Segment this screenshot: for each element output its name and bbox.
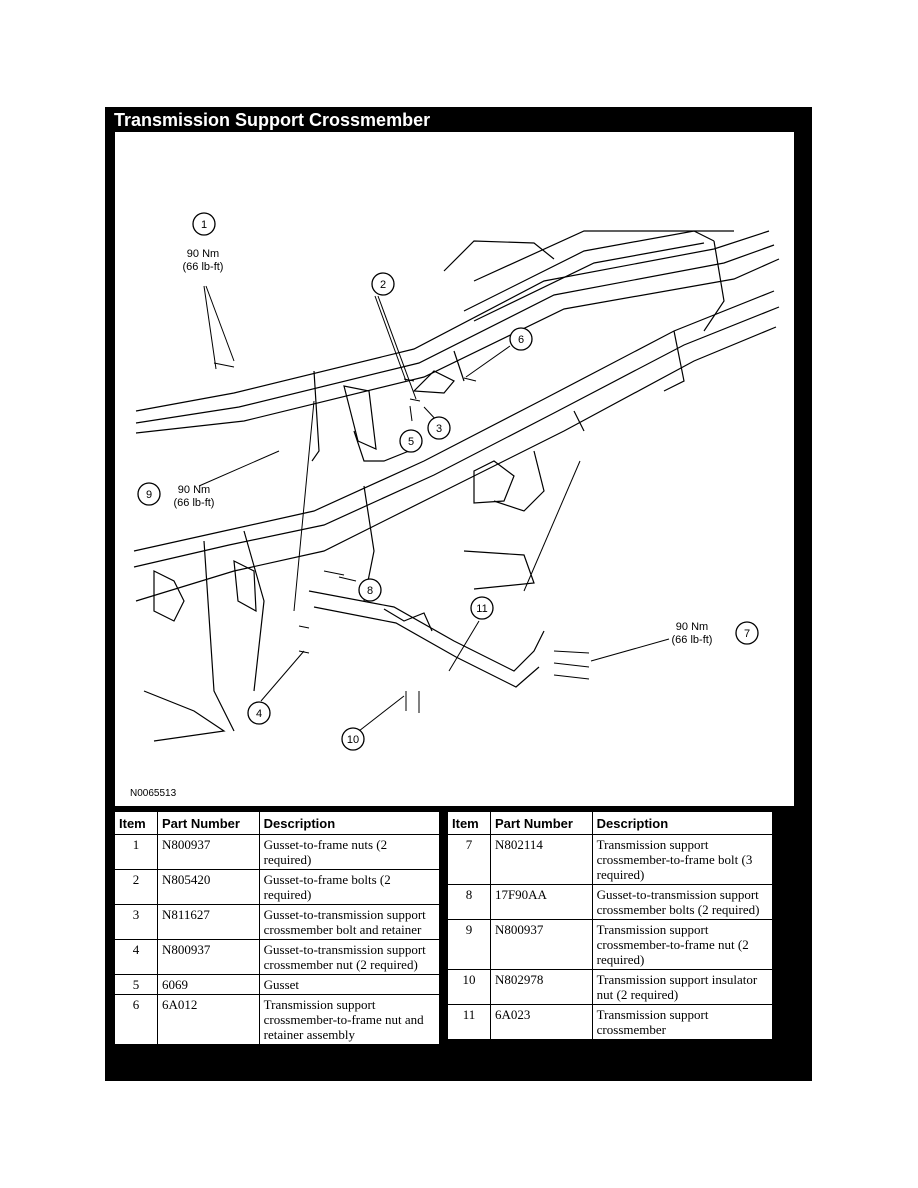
item-number: 5: [114, 974, 158, 995]
callout-5-number: 5: [408, 436, 414, 448]
torque-9-nm: 90 Nm: [178, 484, 210, 496]
table-row: 9 N800937 Transmission support crossmemb…: [447, 919, 774, 970]
item-number: 11: [447, 1004, 491, 1040]
part-description: Gusset-to-transmission support crossmemb…: [258, 939, 441, 975]
table-header-row: Item Part Number Description: [447, 811, 774, 835]
torque-1-lbft: (66 lb-ft): [183, 261, 224, 273]
callout-4-number: 4: [256, 708, 262, 720]
callout-9: [137, 482, 161, 506]
part-number: 6A012: [156, 994, 260, 1045]
torque-7-nm: 90 Nm: [676, 621, 708, 633]
callout-10-number: 10: [347, 734, 359, 746]
callout-8-number: 8: [367, 585, 373, 597]
bolts-artwork: [213, 362, 590, 713]
item-number: 4: [114, 939, 158, 975]
callout-2-number: 2: [380, 279, 386, 291]
callout-1-number: 1: [201, 219, 207, 231]
item-number: 1: [114, 834, 158, 870]
header-part-number: Part Number: [156, 811, 260, 835]
callout-6-number: 6: [518, 334, 524, 346]
figure-id: N0065513: [130, 788, 177, 799]
table-header-row: Item Part Number Description: [114, 811, 441, 835]
item-number: 7: [447, 834, 491, 885]
table-row: 3 N811627 Gusset-to-transmission support…: [114, 904, 441, 940]
callout-numbers: 1 2 3 4 5 6 7 8 9 10 11: [146, 219, 750, 746]
table-row: 10 N802978 Transmission support insulato…: [447, 969, 774, 1005]
item-number: 8: [447, 884, 491, 920]
torque-9-lbft: (66 lb-ft): [174, 497, 215, 509]
callout-3: [427, 416, 451, 440]
table-row: 7 N802114 Transmission support crossmemb…: [447, 834, 774, 885]
header-item: Item: [114, 811, 158, 835]
table-row: 1 N800937 Gusset-to-frame nuts (2 requir…: [114, 834, 441, 870]
frame-rail-artwork: [133, 230, 780, 742]
callout-8: [358, 578, 382, 602]
item-number: 6: [114, 994, 158, 1045]
part-number: N805420: [156, 869, 260, 905]
callout-7: [735, 621, 759, 645]
table-row: 11 6A023 Transmission support crossmembe…: [447, 1004, 774, 1040]
item-number: 10: [447, 969, 491, 1005]
part-number: 6069: [156, 974, 260, 995]
callout-6: [509, 327, 533, 351]
table-row: 6 6A012 Transmission support crossmember…: [114, 994, 441, 1045]
header-description: Description: [258, 811, 441, 835]
part-description: Transmission support crossmember-to-fram…: [591, 834, 774, 885]
parts-table-right: Item Part Number Description 7 N802114 T…: [447, 811, 774, 1040]
part-number: 6A023: [489, 1004, 593, 1040]
torque-7-lbft: (66 lb-ft): [672, 634, 713, 646]
callout-9-number: 9: [146, 489, 152, 501]
part-description: Gusset-to-transmission support crossmemb…: [258, 904, 441, 940]
table-row: 5 6069 Gusset: [114, 974, 441, 995]
part-description: Transmission support crossmember-to-fram…: [258, 994, 441, 1045]
torque-labels: 90 Nm (66 lb-ft) 90 Nm (66 lb-ft) 90 Nm …: [174, 248, 713, 646]
part-number: 17F90AA: [489, 884, 593, 920]
table-row: 8 17F90AA Gusset-to-transmission support…: [447, 884, 774, 920]
part-number: N800937: [156, 834, 260, 870]
callout-10: [341, 727, 365, 751]
callout-4: [247, 701, 271, 725]
table-row: 2 N805420 Gusset-to-frame bolts (2 requi…: [114, 869, 441, 905]
parts-table-left: Item Part Number Description 1 N800937 G…: [114, 811, 441, 1045]
callout-1: [192, 212, 216, 236]
part-description: Gusset-to-transmission support crossmemb…: [591, 884, 774, 920]
callout-7-number: 7: [744, 628, 750, 640]
part-description: Gusset: [258, 974, 441, 995]
part-number: N800937: [489, 919, 593, 970]
header-description: Description: [591, 811, 774, 835]
part-description: Transmission support insulator nut (2 re…: [591, 969, 774, 1005]
part-description: Transmission support crossmember-to-fram…: [591, 919, 774, 970]
torque-1-nm: 90 Nm: [187, 248, 219, 260]
header-part-number: Part Number: [489, 811, 593, 835]
item-number: 3: [114, 904, 158, 940]
callout-11: [470, 596, 494, 620]
part-number: N800937: [156, 939, 260, 975]
callout-5: [399, 429, 423, 453]
part-description: Transmission support crossmember: [591, 1004, 774, 1040]
exploded-view-diagram: 1 2 3 4 5 6 7 8 9 10 11 90 Nm (66 lb-ft)…: [114, 131, 795, 807]
page-title: Transmission Support Crossmember: [114, 110, 431, 130]
table-row: 4 N800937 Gusset-to-transmission support…: [114, 939, 441, 975]
callout-circles: [137, 212, 759, 751]
leader-lines: [198, 285, 670, 732]
item-number: 2: [114, 869, 158, 905]
part-description: Gusset-to-frame nuts (2 required): [258, 834, 441, 870]
header-item: Item: [447, 811, 491, 835]
part-number: N802114: [489, 834, 593, 885]
callout-2: [371, 272, 395, 296]
part-description: Gusset-to-frame bolts (2 required): [258, 869, 441, 905]
figure-frame: [114, 131, 795, 807]
part-number: N811627: [156, 904, 260, 940]
callout-3-number: 3: [436, 423, 442, 435]
part-number: N802978: [489, 969, 593, 1005]
item-number: 9: [447, 919, 491, 970]
callout-11-number: 11: [476, 603, 487, 615]
